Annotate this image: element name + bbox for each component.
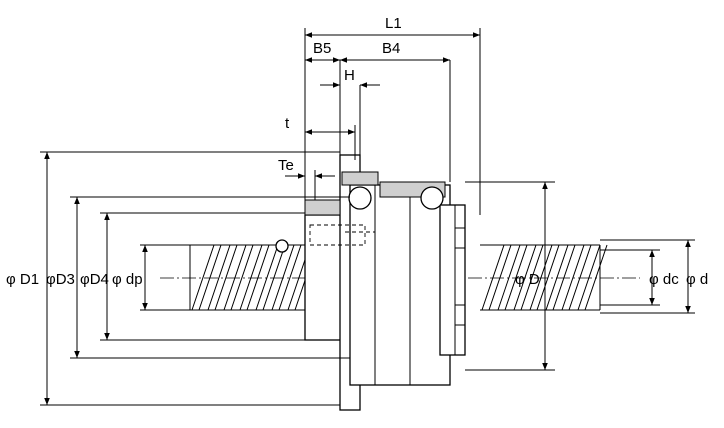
label-D: φ D bbox=[515, 271, 540, 288]
label-L1: L1 bbox=[385, 15, 402, 32]
thread-stroke bbox=[497, 244, 528, 311]
label-t: t bbox=[285, 115, 290, 132]
dimensions: L1 B5 B4 H t Te φ D1 φD3 bbox=[6, 15, 708, 406]
thread-stroke bbox=[529, 244, 560, 311]
label-Te: Te bbox=[278, 157, 294, 174]
thread-stroke bbox=[239, 244, 270, 311]
screw-shaft-right bbox=[480, 244, 608, 311]
thread-stroke bbox=[577, 244, 608, 311]
label-d: φ d bbox=[686, 271, 708, 288]
thread-stroke bbox=[207, 244, 238, 311]
screw-shaft-left bbox=[189, 244, 318, 311]
label-D4: φD4 bbox=[80, 271, 109, 288]
thread-stroke bbox=[271, 244, 302, 311]
label-dc: φ dc bbox=[649, 271, 679, 288]
thread-stroke bbox=[513, 244, 544, 311]
nut-body bbox=[275, 154, 466, 411]
thread-stroke bbox=[561, 244, 592, 311]
thread-stroke bbox=[191, 244, 222, 311]
label-dp: φ dp bbox=[112, 271, 143, 288]
thread-stroke bbox=[481, 244, 512, 311]
label-D1: φ D1 bbox=[6, 271, 39, 288]
thread-stroke bbox=[223, 244, 254, 311]
thread-stroke bbox=[255, 244, 286, 311]
label-B5: B5 bbox=[313, 40, 331, 57]
label-D3: φD3 bbox=[46, 271, 75, 288]
thread-stroke bbox=[545, 244, 576, 311]
label-B4: B4 bbox=[382, 40, 400, 57]
label-H: H bbox=[344, 67, 355, 84]
